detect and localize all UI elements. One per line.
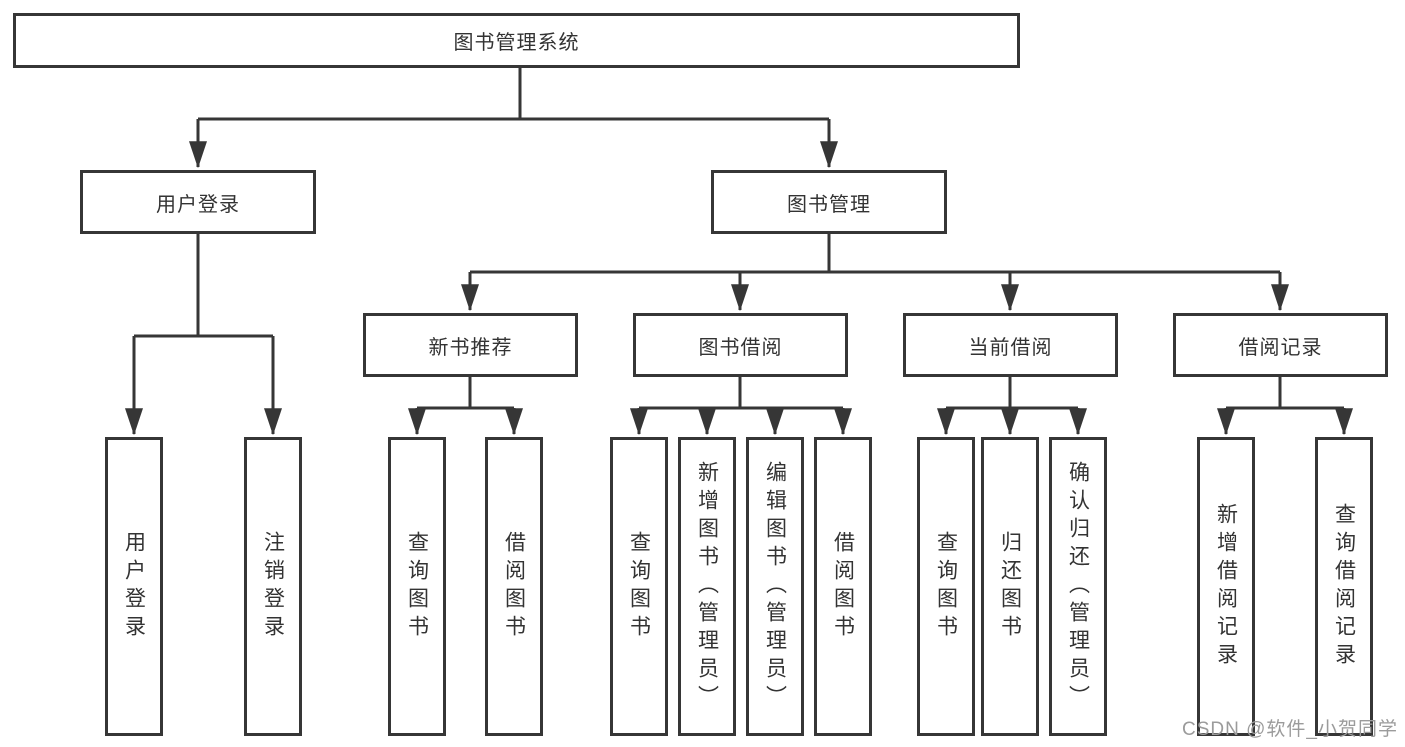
node-new-book-recommend: 新书推荐	[363, 313, 578, 377]
node-book-borrowing-label: 图书借阅	[698, 336, 783, 359]
leaf-logout-label: 注销登录	[261, 530, 285, 643]
leaf-borrow-books-2: 借阅图书	[814, 437, 872, 736]
node-book-management-label: 图书管理	[787, 193, 871, 216]
node-root: 图书管理系统	[13, 13, 1020, 68]
connector-current-borrow-split	[946, 377, 1078, 410]
node-new-book-recommend-label: 新书推荐	[428, 336, 513, 359]
leaf-add-books-admin-label: 新增图书（管理员）	[695, 460, 719, 713]
connector-book-borrow-split	[639, 377, 843, 410]
leaf-user-login: 用户登录	[105, 437, 163, 736]
leaf-borrow-books-1: 借阅图书	[485, 437, 543, 736]
leaf-edit-books-admin: 编辑图书（管理员）	[746, 437, 804, 736]
node-current-borrowing-label: 当前借阅	[968, 336, 1053, 359]
leaf-add-borrow-record-label: 新增借阅记录	[1214, 502, 1238, 671]
leaf-query-borrow-record: 查询借阅记录	[1315, 437, 1373, 736]
leaf-add-borrow-record: 新增借阅记录	[1197, 437, 1255, 736]
node-root-label: 图书管理系统	[453, 32, 580, 54]
leaf-logout: 注销登录	[244, 437, 302, 736]
connector-user-login-split	[134, 234, 273, 338]
node-book-management: 图书管理	[711, 170, 947, 234]
leaf-borrow-books-1-label: 借阅图书	[502, 530, 526, 643]
node-borrowing-records-label: 借阅记录	[1238, 336, 1323, 359]
node-book-borrowing: 图书借阅	[633, 313, 848, 377]
leaf-query-borrow-record-label: 查询借阅记录	[1332, 502, 1356, 671]
connector-new-book-split	[417, 377, 514, 410]
connector-root-split	[198, 68, 829, 121]
leaf-query-books-2-label: 查询图书	[627, 530, 651, 643]
connector-book-mgmt-split	[470, 234, 1280, 274]
leaf-query-books-1: 查询图书	[388, 437, 446, 736]
connector-borrow-record-split	[1226, 377, 1344, 410]
node-current-borrowing: 当前借阅	[903, 313, 1118, 377]
node-borrowing-records: 借阅记录	[1173, 313, 1388, 377]
leaf-query-books-1-label: 查询图书	[405, 530, 429, 643]
leaf-confirm-return-admin: 确认归还（管理员）	[1049, 437, 1107, 736]
node-user-login-label: 用户登录	[156, 193, 240, 216]
leaf-add-books-admin: 新增图书（管理员）	[678, 437, 736, 736]
leaf-borrow-books-2-label: 借阅图书	[831, 530, 855, 643]
leaf-query-books-2: 查询图书	[610, 437, 668, 736]
leaf-confirm-return-admin-label: 确认归还（管理员）	[1066, 460, 1090, 713]
leaf-query-books-3-label: 查询图书	[934, 530, 958, 643]
leaf-return-books-label: 归还图书	[998, 530, 1022, 643]
node-user-login: 用户登录	[80, 170, 316, 234]
leaf-query-books-3: 查询图书	[917, 437, 975, 736]
leaf-return-books: 归还图书	[981, 437, 1039, 736]
watermark: CSDN @软件_小贺同学	[1182, 719, 1398, 740]
leaf-edit-books-admin-label: 编辑图书（管理员）	[763, 460, 787, 713]
leaf-user-login-label: 用户登录	[122, 530, 146, 643]
